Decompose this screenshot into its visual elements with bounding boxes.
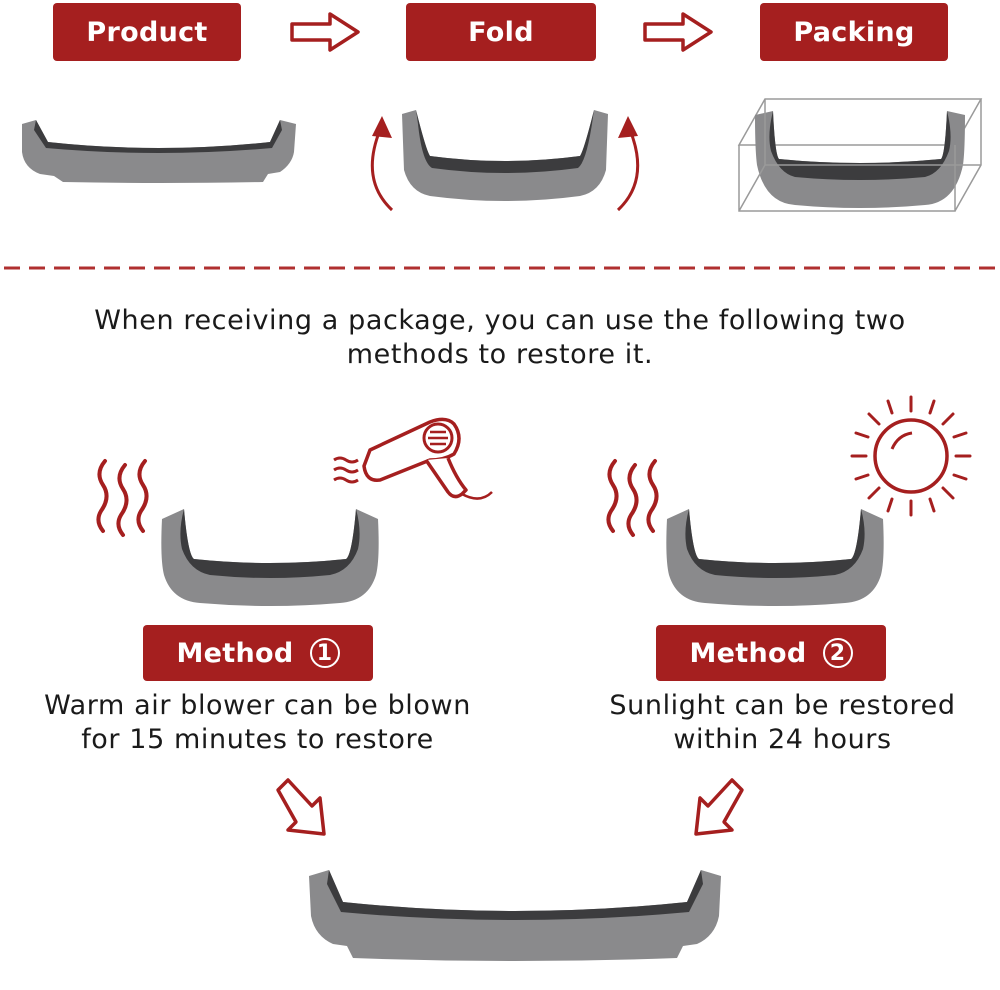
instruction-text: When receiving a package, you can use th… — [20, 304, 980, 372]
method-1-caption-line-2: for 15 minutes to restore — [81, 724, 434, 755]
hair-dryer-icon — [333, 417, 493, 500]
method-2-caption-line-2: within 24 hours — [673, 724, 892, 755]
method-label: Method — [176, 637, 294, 669]
step-label: Product — [86, 16, 208, 48]
product-restored-image — [309, 870, 721, 961]
product-folded-image — [161, 509, 379, 606]
method-2-badge: Method 2 — [656, 625, 886, 681]
heat-waves-icon — [96, 459, 149, 537]
arrow-down-left-icon — [694, 778, 744, 836]
sun-icon — [850, 395, 972, 517]
method-1-badge: Method 1 — [143, 625, 373, 681]
product-fold-image — [370, 110, 640, 212]
step-label: Fold — [468, 16, 534, 48]
product-packing-image — [737, 98, 983, 212]
method-number-circle: 1 — [309, 638, 340, 668]
method-number-circle: 2 — [822, 638, 853, 668]
heat-waves-icon — [606, 459, 659, 537]
step-label: Packing — [793, 16, 915, 48]
instruction-line-2: methods to restore it. — [346, 339, 654, 370]
right-arrow-icon — [290, 12, 360, 52]
method-2-caption: Sunlight can be restored within 24 hours — [560, 689, 1000, 757]
dashed-divider — [4, 266, 996, 270]
product-folded-image — [666, 509, 884, 606]
arrow-down-right-icon — [276, 778, 326, 836]
instruction-line-1: When receiving a package, you can use th… — [94, 305, 906, 336]
step-badge-fold: Fold — [406, 3, 596, 61]
method-label: Method — [689, 637, 807, 669]
method-1-caption-line-1: Warm air blower can be blown — [44, 690, 471, 721]
right-arrow-icon — [643, 12, 713, 52]
method-1-caption: Warm air blower can be blown for 15 minu… — [10, 689, 505, 757]
method-2-caption-line-1: Sunlight can be restored — [609, 690, 956, 721]
product-flat-image — [22, 120, 296, 183]
step-badge-packing: Packing — [760, 3, 948, 61]
step-badge-product: Product — [53, 3, 241, 61]
